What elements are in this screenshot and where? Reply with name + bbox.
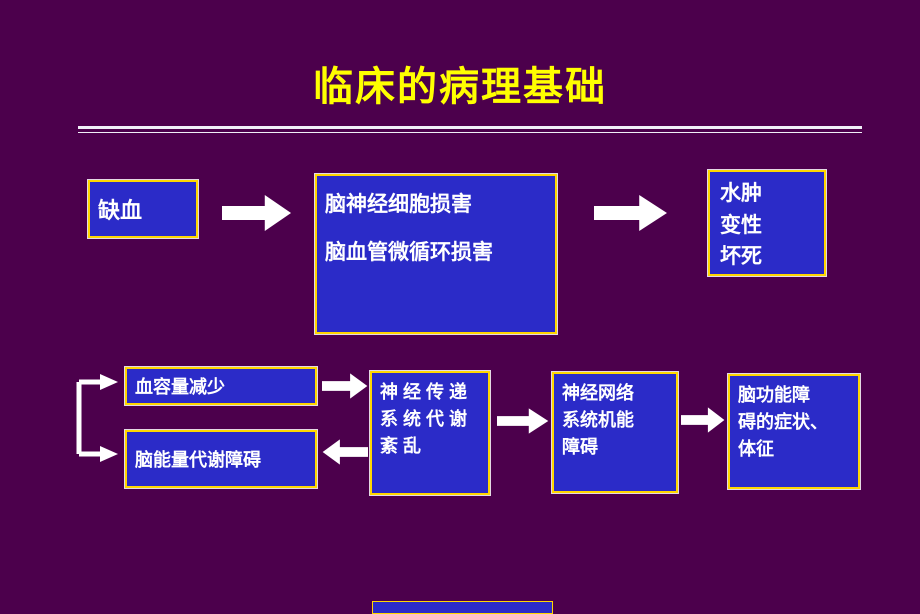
box-energy-metabolism-label: 脑能量代谢障碍 — [135, 450, 261, 470]
footer-bar — [372, 601, 553, 614]
box-neural-network: 神经网络 系统机能 障碍 — [551, 371, 679, 494]
box-symptoms-line2: 碍的症状、 — [738, 412, 828, 432]
box-energy-metabolism: 脑能量代谢障碍 — [124, 429, 318, 489]
box-neurotransmission: 神 经 传 递 系 统 代 谢 紊 乱 — [369, 370, 491, 496]
flow-arrow-right-icon — [681, 407, 725, 433]
flow-arrow-right-icon — [222, 195, 292, 231]
box-neural-network-line2: 系统机能 — [562, 410, 634, 430]
box-outcome-line3: 坏死 — [720, 245, 762, 268]
title-divider — [78, 126, 862, 133]
box-outcome-line2: 变性 — [720, 213, 762, 237]
box-ischemia-label: 缺血 — [98, 198, 143, 223]
box-symptoms: 脑功能障 碍的症状、 体征 — [727, 373, 861, 490]
flow-arrow-right-icon — [594, 195, 667, 231]
box-blood-volume-label: 血容量减少 — [135, 377, 225, 397]
slide-title: 临床的病理基础 — [313, 65, 607, 109]
box-symptoms-line1: 脑功能障 — [738, 385, 810, 405]
split-arrows-icon — [76, 374, 118, 462]
box-neuro-damage-line1: 脑神经细胞损害 — [325, 193, 472, 216]
box-neuro-damage: 脑神经细胞损害 脑血管微循环损害 — [314, 173, 558, 335]
flow-arrow-right-icon — [322, 373, 368, 399]
box-neural-network-line1: 神经网络 — [562, 383, 634, 403]
flow-arrow-right-icon — [497, 408, 549, 434]
box-neurotransmission-line3: 紊 乱 — [380, 436, 422, 456]
box-ischemia: 缺血 — [87, 179, 199, 239]
box-blood-volume: 血容量减少 — [124, 366, 318, 406]
box-outcome-line1: 水肿 — [720, 182, 762, 205]
box-neurotransmission-line1: 神 经 传 递 — [380, 382, 468, 402]
box-outcome: 水肿 变性 坏死 — [707, 169, 827, 277]
box-symptoms-line3: 体征 — [738, 439, 774, 459]
flow-arrow-left-icon — [322, 439, 368, 465]
box-neuro-damage-line2: 脑血管微循环损害 — [325, 241, 493, 264]
box-neural-network-line3: 障碍 — [562, 437, 598, 457]
box-neurotransmission-line2: 系 统 代 谢 — [380, 409, 468, 429]
